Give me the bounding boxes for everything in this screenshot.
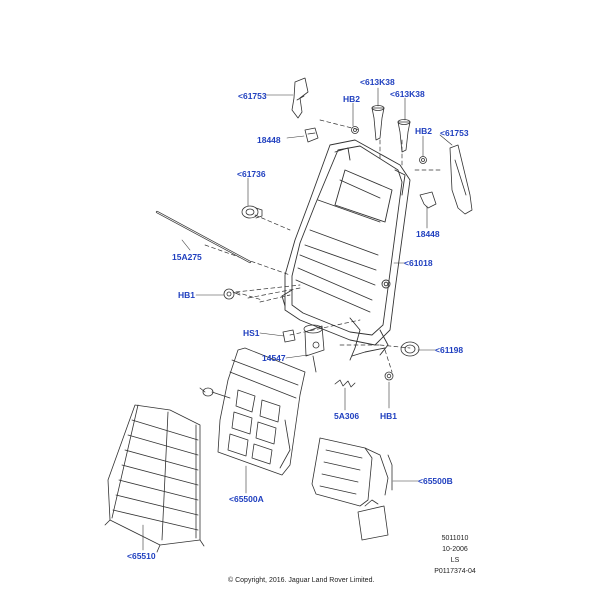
callout-613K38-b: <613K38	[390, 89, 425, 99]
callout-hb1-b: HB1	[380, 411, 398, 421]
head-restraint-guide-right	[449, 144, 473, 215]
rod-15A275	[155, 210, 252, 264]
callout-hb2-b: HB2	[415, 126, 433, 136]
callout-61736: <61736	[237, 169, 266, 179]
callout-5A306: 5A306	[334, 411, 360, 421]
clip-18448-left	[304, 127, 319, 143]
lumbar-pump-65500B	[311, 437, 393, 541]
lumbar-support-65500A	[199, 347, 306, 476]
clip-18448-right	[419, 191, 437, 209]
bolt-hb1-right	[384, 371, 394, 381]
callout-14547: 14547	[262, 353, 286, 363]
callout-18448-b: 18448	[416, 229, 440, 239]
callout-hb2-a: HB2	[343, 94, 361, 104]
reference-initials: LS	[450, 557, 460, 564]
callout-18448-a: 18448	[257, 135, 281, 145]
reference-code: 5011010	[441, 535, 469, 542]
callout-65500B: <65500B	[418, 476, 453, 486]
callout-61198: <61198	[435, 345, 464, 355]
head-restraint-sleeve	[371, 105, 411, 153]
callout-hb1-a: HB1	[178, 290, 196, 300]
spring-5A306	[334, 379, 356, 388]
callout-613K38-a: <613K38	[360, 77, 395, 87]
head-restraint-guide-left	[291, 77, 309, 119]
callout-61018: <61018	[404, 258, 433, 268]
callout-15A275: 15A275	[172, 252, 202, 262]
wire-mesh-65510	[104, 404, 205, 553]
reference-date: 10-2006	[442, 546, 468, 553]
callout-61753-left: <61753	[238, 91, 267, 101]
knob-61736	[241, 205, 263, 219]
reference-part-number: P0117374-04	[434, 568, 476, 575]
callout-65510: <65510	[127, 551, 156, 561]
bolt-hb2	[351, 126, 427, 164]
knob-61198	[400, 341, 420, 357]
lumbar-motor-14547	[282, 324, 325, 373]
copyright-notice: © Copyright, 2016. Jaguar Land Rover Lim…	[228, 577, 375, 584]
callout-65500A: <65500A	[229, 494, 264, 504]
leader-lines	[142, 87, 453, 551]
callout-61753-right: <61753	[440, 128, 469, 138]
seat-back-frame	[281, 139, 411, 361]
bolt-hb1-left	[223, 288, 241, 300]
callout-hs1: HS1	[243, 328, 260, 338]
